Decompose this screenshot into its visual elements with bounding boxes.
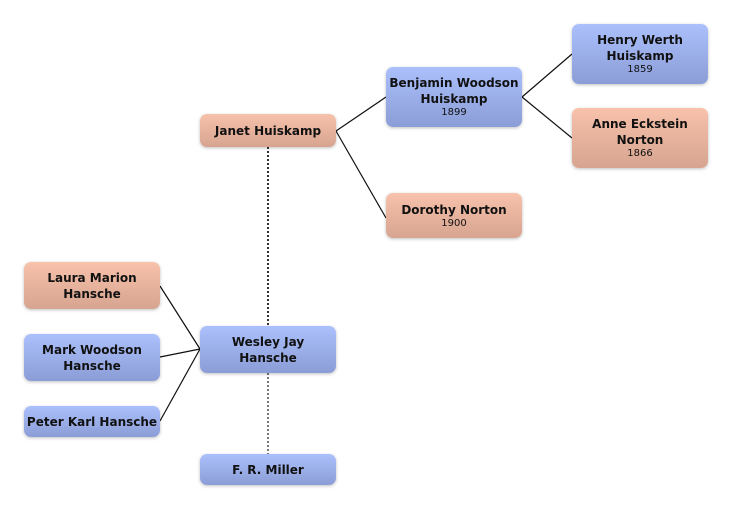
person-year: 1859 [627, 64, 653, 75]
person-name: Dorothy Norton [401, 202, 507, 217]
link-janet-benjamin [335, 96, 387, 132]
person-name: Anne Eckstein Norton [592, 117, 688, 147]
link-wesley-peter [159, 348, 201, 422]
person-name: Benjamin Woodson Huiskamp [389, 76, 519, 106]
person-year: 1866 [627, 148, 653, 159]
person-name: F. R. Miller [232, 462, 304, 477]
link-janet-dorothy [335, 130, 387, 219]
person-peter[interactable]: Peter Karl Hansche [24, 406, 160, 437]
link-benjamin-anne [521, 96, 573, 139]
person-year: 1899 [441, 107, 467, 118]
person-name: Wesley Jay Hansche [231, 334, 305, 365]
person-name: Peter Karl Hansche [26, 414, 158, 429]
person-janet[interactable]: Janet Huiskamp [200, 114, 336, 147]
person-name: Laura Marion Hansche [47, 270, 137, 301]
link-wesley-laura [159, 285, 201, 350]
person-name: Henry Werth Huiskamp [597, 33, 683, 63]
person-mark[interactable]: Mark Woodson Hansche [24, 334, 160, 381]
person-laura[interactable]: Laura Marion Hansche [24, 262, 160, 309]
person-miller[interactable]: F. R. Miller [200, 454, 336, 485]
person-name: Mark Woodson Hansche [42, 342, 142, 373]
person-year: 1900 [441, 217, 467, 229]
person-wesley[interactable]: Wesley Jay Hansche [200, 326, 336, 373]
link-wesley-mark [159, 348, 201, 358]
link-benjamin-henry [521, 53, 573, 98]
person-name: Janet Huiskamp [214, 123, 322, 138]
